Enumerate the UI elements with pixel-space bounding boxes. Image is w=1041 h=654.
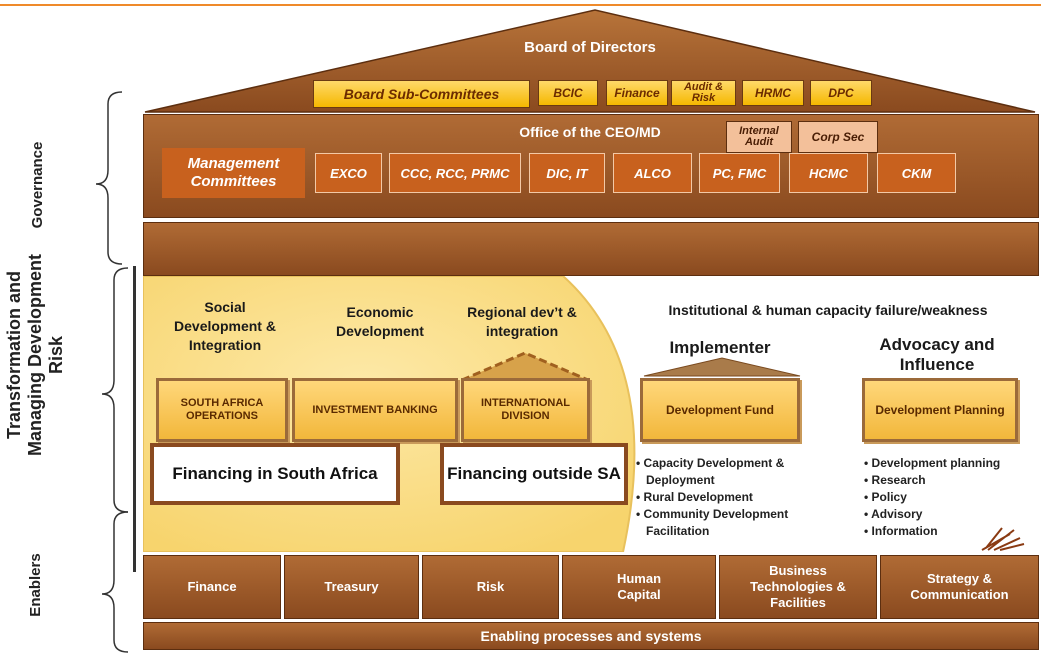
implementer-bullets: • Capacity Development & Deployment • Ru… [636, 455, 846, 540]
mc-hcmc: HCMC [789, 153, 868, 193]
bullet-text: Capacity Development & Deployment [643, 456, 785, 487]
division-international: INTERNATIONAL DIVISION [461, 378, 590, 442]
bullet-text: Information [871, 524, 938, 538]
bullet-text: Development planning [871, 456, 1001, 470]
heading-regional-development: Regional dev’t & integration [467, 304, 577, 339]
left-braces [95, 91, 129, 653]
enabler-treasury: Treasury [284, 555, 419, 619]
office-title: Office of the CEO/MD [519, 124, 661, 140]
list-item: • Development planning [864, 456, 1001, 470]
enabler-business-technologies: Business Technologies & Facilities [719, 555, 877, 619]
list-item: • Policy [864, 490, 907, 504]
list-item: • Community Development Facilitation [636, 507, 789, 538]
division-south-africa-operations: SOUTH AFRICA OPERATIONS [156, 378, 288, 442]
unit-development-fund: Development Fund [640, 378, 800, 442]
unit-internal-audit: Internal Audit [726, 121, 792, 153]
divider-line [133, 266, 136, 572]
unit-development-planning: Development Planning [862, 378, 1018, 442]
enablers-base: Enabling processes and systems [143, 622, 1039, 650]
mc-exco: EXCO [315, 153, 382, 193]
bullet-text: Policy [871, 490, 907, 504]
mc-ckm: CKM [877, 153, 956, 193]
governance-floor [143, 222, 1039, 276]
regional-roof [461, 351, 589, 382]
enabler-strategy-communication: Strategy & Communication [880, 555, 1039, 619]
top-rule [0, 4, 1041, 6]
heading-social-development: Social Development & Integration [174, 298, 276, 353]
division-investment-banking: INVESTMENT BANKING [292, 378, 458, 442]
bullet-text: Research [871, 473, 926, 487]
mc-dic-it: DIC, IT [529, 153, 605, 193]
enabler-human-capital: Human Capital [562, 555, 716, 619]
management-committees-label: Management Committees [162, 148, 305, 198]
financing-in-south-africa: Financing in South Africa [150, 443, 400, 505]
heading-capacity: Institutional & human capacity failure/w… [668, 301, 988, 318]
committee-bcic: BCIC [538, 80, 598, 106]
heading-advocacy: Advocacy and Influence [879, 335, 995, 374]
bullet-text: Advisory [871, 507, 923, 521]
mc-ccc-rcc-prmc: CCC, RCC, PRMC [389, 153, 521, 193]
mc-pc-fmc: PC, FMC [699, 153, 780, 193]
list-item: • Capacity Development & Deployment [636, 456, 785, 487]
board-sub-committees-label: Board Sub-Committees [313, 80, 530, 108]
list-item: • Research [864, 473, 926, 487]
decorative-leaves-icon [981, 527, 1025, 551]
enablers-label: Enablers [26, 553, 44, 617]
committee-hrmc: HRMC [742, 80, 804, 106]
governance-label: Governance [28, 141, 46, 229]
list-item: • Advisory [864, 507, 923, 521]
unit-corp-sec: Corp Sec [798, 121, 878, 153]
heading-implementer: Implementer [669, 338, 771, 357]
bullet-text: Rural Development [643, 490, 753, 504]
list-item: • Information [864, 524, 938, 538]
board-title: Board of Directors [524, 38, 656, 56]
bullet-text: Community Development Facilitation [643, 507, 789, 538]
mc-alco: ALCO [613, 153, 692, 193]
list-item: • Rural Development [636, 490, 753, 504]
implementer-roof [643, 357, 801, 377]
enabler-risk: Risk [422, 555, 559, 619]
heading-economic-development: Economic Development [336, 304, 424, 339]
committee-finance: Finance [606, 80, 668, 106]
advocacy-bullets: • Development planning • Research • Poli… [864, 455, 1039, 540]
financing-outside-sa: Financing outside SA [440, 443, 628, 505]
development-label: Transformation and Managing Development … [3, 253, 66, 457]
committee-dpc: DPC [810, 80, 872, 106]
enabler-finance: Finance [143, 555, 281, 619]
committee-audit-risk: Audit & Risk [671, 80, 736, 106]
